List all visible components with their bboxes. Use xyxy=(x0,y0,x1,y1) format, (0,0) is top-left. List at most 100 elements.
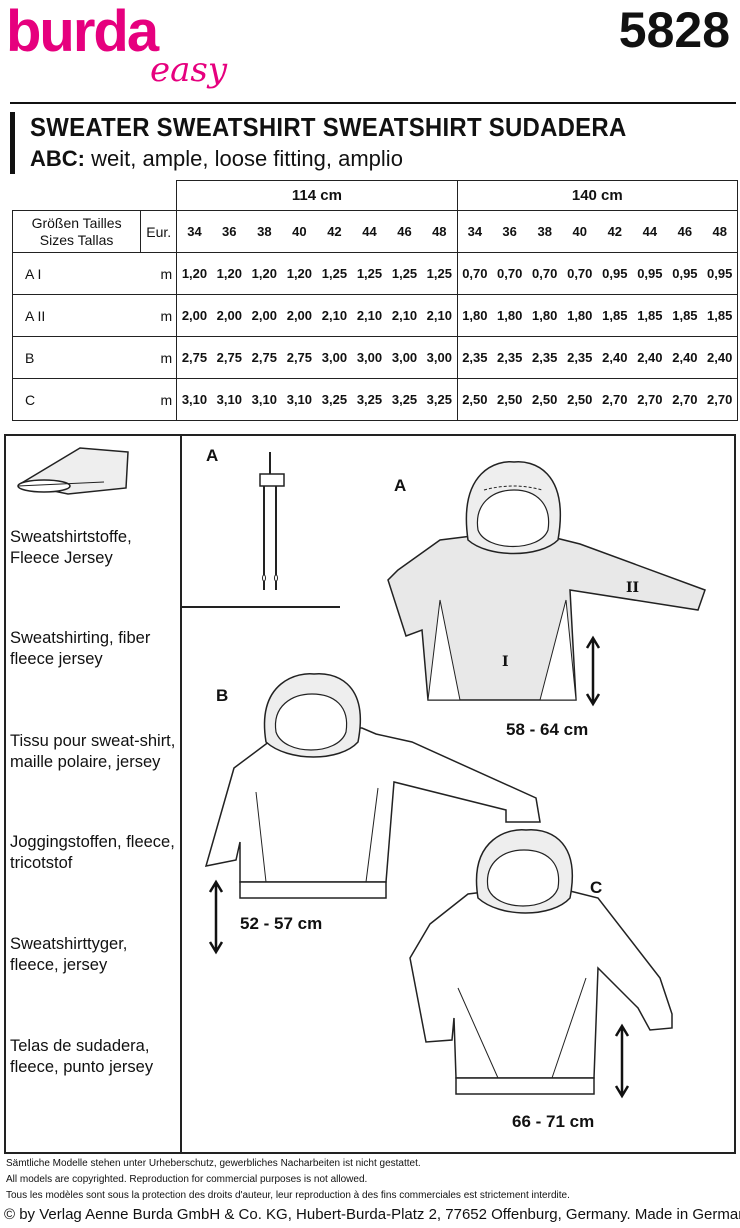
table-cell: 2,35 xyxy=(456,336,493,379)
table-cell: 1,85 xyxy=(702,294,739,337)
size-header: 40 xyxy=(281,210,317,253)
size-header: 44 xyxy=(351,210,387,253)
page-subtitle: ABC: weit, ample, loose fitting, amplio xyxy=(30,146,403,171)
header-divider xyxy=(10,102,736,104)
size-header: 38 xyxy=(527,210,563,253)
table-cell: 0,95 xyxy=(597,252,633,295)
table-cell: 2,10 xyxy=(351,294,387,337)
table-cell: 1,85 xyxy=(597,294,633,337)
footer-note-fr: Tous les modèles sont sous la protection… xyxy=(6,1190,570,1201)
brand-logo: burda xyxy=(6,0,159,64)
twin-needle-icon xyxy=(259,452,285,590)
table-cell: 2,35 xyxy=(492,336,528,379)
table-cell: 0,95 xyxy=(632,252,668,295)
table-cell: 2,10 xyxy=(387,294,423,337)
size-header: 44 xyxy=(632,210,668,253)
table-cell: 1,85 xyxy=(632,294,668,337)
table-cell: 1,80 xyxy=(492,294,528,337)
size-header: 40 xyxy=(562,210,598,253)
table-cell: 2,75 xyxy=(281,336,317,379)
table-cell: 0,70 xyxy=(527,252,563,295)
fabric-column-divider xyxy=(180,434,182,1154)
size-header: 46 xyxy=(667,210,703,253)
view-a-part-2: II xyxy=(626,580,640,596)
table-cell: 2,40 xyxy=(597,336,633,379)
table-cell: 3,10 xyxy=(281,378,317,421)
table-cell: 2,75 xyxy=(176,336,212,379)
size-header: 34 xyxy=(456,210,493,253)
table-cell: 2,00 xyxy=(281,294,317,337)
row-label: C xyxy=(11,378,141,421)
fabric-roll-icon xyxy=(17,447,129,495)
table-cell: 2,40 xyxy=(667,336,703,379)
table-cell: 3,25 xyxy=(316,378,352,421)
table-cell: 2,50 xyxy=(562,378,598,421)
sweatshirt-b-illustration xyxy=(204,672,541,899)
table-cell: 3,10 xyxy=(176,378,212,421)
row-label: A I xyxy=(11,252,141,295)
width-140-header: 140 cm xyxy=(456,180,739,211)
row-label: A II xyxy=(11,294,141,337)
length-a: 58 - 64 cm xyxy=(506,720,589,739)
table-cell: 2,70 xyxy=(702,378,739,421)
table-cell: 0,70 xyxy=(562,252,598,295)
table-cell: 1,25 xyxy=(422,252,458,295)
table-cell: 3,00 xyxy=(316,336,352,379)
length-c: 66 - 71 cm xyxy=(512,1112,595,1131)
table-cell: 2,70 xyxy=(597,378,633,421)
page-title: SWEATER SWEATSHIRT SWEATSHIRT SUDADERA xyxy=(30,112,627,142)
table-cell: 3,00 xyxy=(387,336,423,379)
fabric-text-de: Sweatshirtstoffe, Fleece Jersey xyxy=(10,528,132,567)
row-unit: m xyxy=(140,336,178,379)
table-cell: 2,50 xyxy=(492,378,528,421)
table-cell: 1,25 xyxy=(316,252,352,295)
table-cell: 2,70 xyxy=(632,378,668,421)
size-header: 36 xyxy=(211,210,247,253)
table-cell: 2,40 xyxy=(702,336,739,379)
table-corner xyxy=(12,180,178,211)
table-cell: 1,25 xyxy=(351,252,387,295)
table-cell: 2,70 xyxy=(667,378,703,421)
title-accent-bar xyxy=(10,112,15,174)
illustration-panel xyxy=(4,434,736,1154)
table-cell: 2,00 xyxy=(246,294,282,337)
view-a-part-1: I xyxy=(502,654,509,670)
size-header: 46 xyxy=(387,210,423,253)
table-cell: 1,80 xyxy=(527,294,563,337)
pattern-number: 5828 xyxy=(618,2,730,58)
table-cell: 0,70 xyxy=(456,252,493,295)
fabric-text-en: Sweatshirting, fiber fleece jersey xyxy=(10,629,151,668)
table-cell: 2,35 xyxy=(562,336,598,379)
table-cell: 2,35 xyxy=(527,336,563,379)
needle-label: A xyxy=(206,446,219,465)
row-unit: m xyxy=(140,252,178,295)
row-label: B xyxy=(11,336,141,379)
length-arrow-b xyxy=(208,879,224,955)
size-header: 48 xyxy=(422,210,458,253)
table-cell: 3,00 xyxy=(351,336,387,379)
width-114-header: 114 cm xyxy=(176,180,458,211)
size-header: 36 xyxy=(492,210,528,253)
table-cell: 2,50 xyxy=(456,378,493,421)
length-arrow-a xyxy=(585,635,601,707)
row-unit: m xyxy=(140,294,178,337)
size-header: 42 xyxy=(316,210,352,253)
size-header: 38 xyxy=(246,210,282,253)
eur-label: Eur. xyxy=(140,210,178,253)
table-cell: 1,20 xyxy=(211,252,247,295)
length-arrow-c xyxy=(614,1023,630,1099)
table-cell: 0,95 xyxy=(667,252,703,295)
table-cell: 2,75 xyxy=(246,336,282,379)
fabric-text-sv: Sweatshirttyger, fleece, jersey xyxy=(10,935,128,974)
table-cell: 3,25 xyxy=(351,378,387,421)
brand-sub-logo: easy xyxy=(150,50,228,90)
fabric-text-es: Telas de sudadera, fleece, punto jersey xyxy=(10,1037,154,1076)
table-cell: 1,25 xyxy=(387,252,423,295)
table-cell: 3,10 xyxy=(211,378,247,421)
table-cell: 2,75 xyxy=(211,336,247,379)
sweatshirt-a-illustration xyxy=(387,461,706,701)
table-cell: 1,20 xyxy=(246,252,282,295)
